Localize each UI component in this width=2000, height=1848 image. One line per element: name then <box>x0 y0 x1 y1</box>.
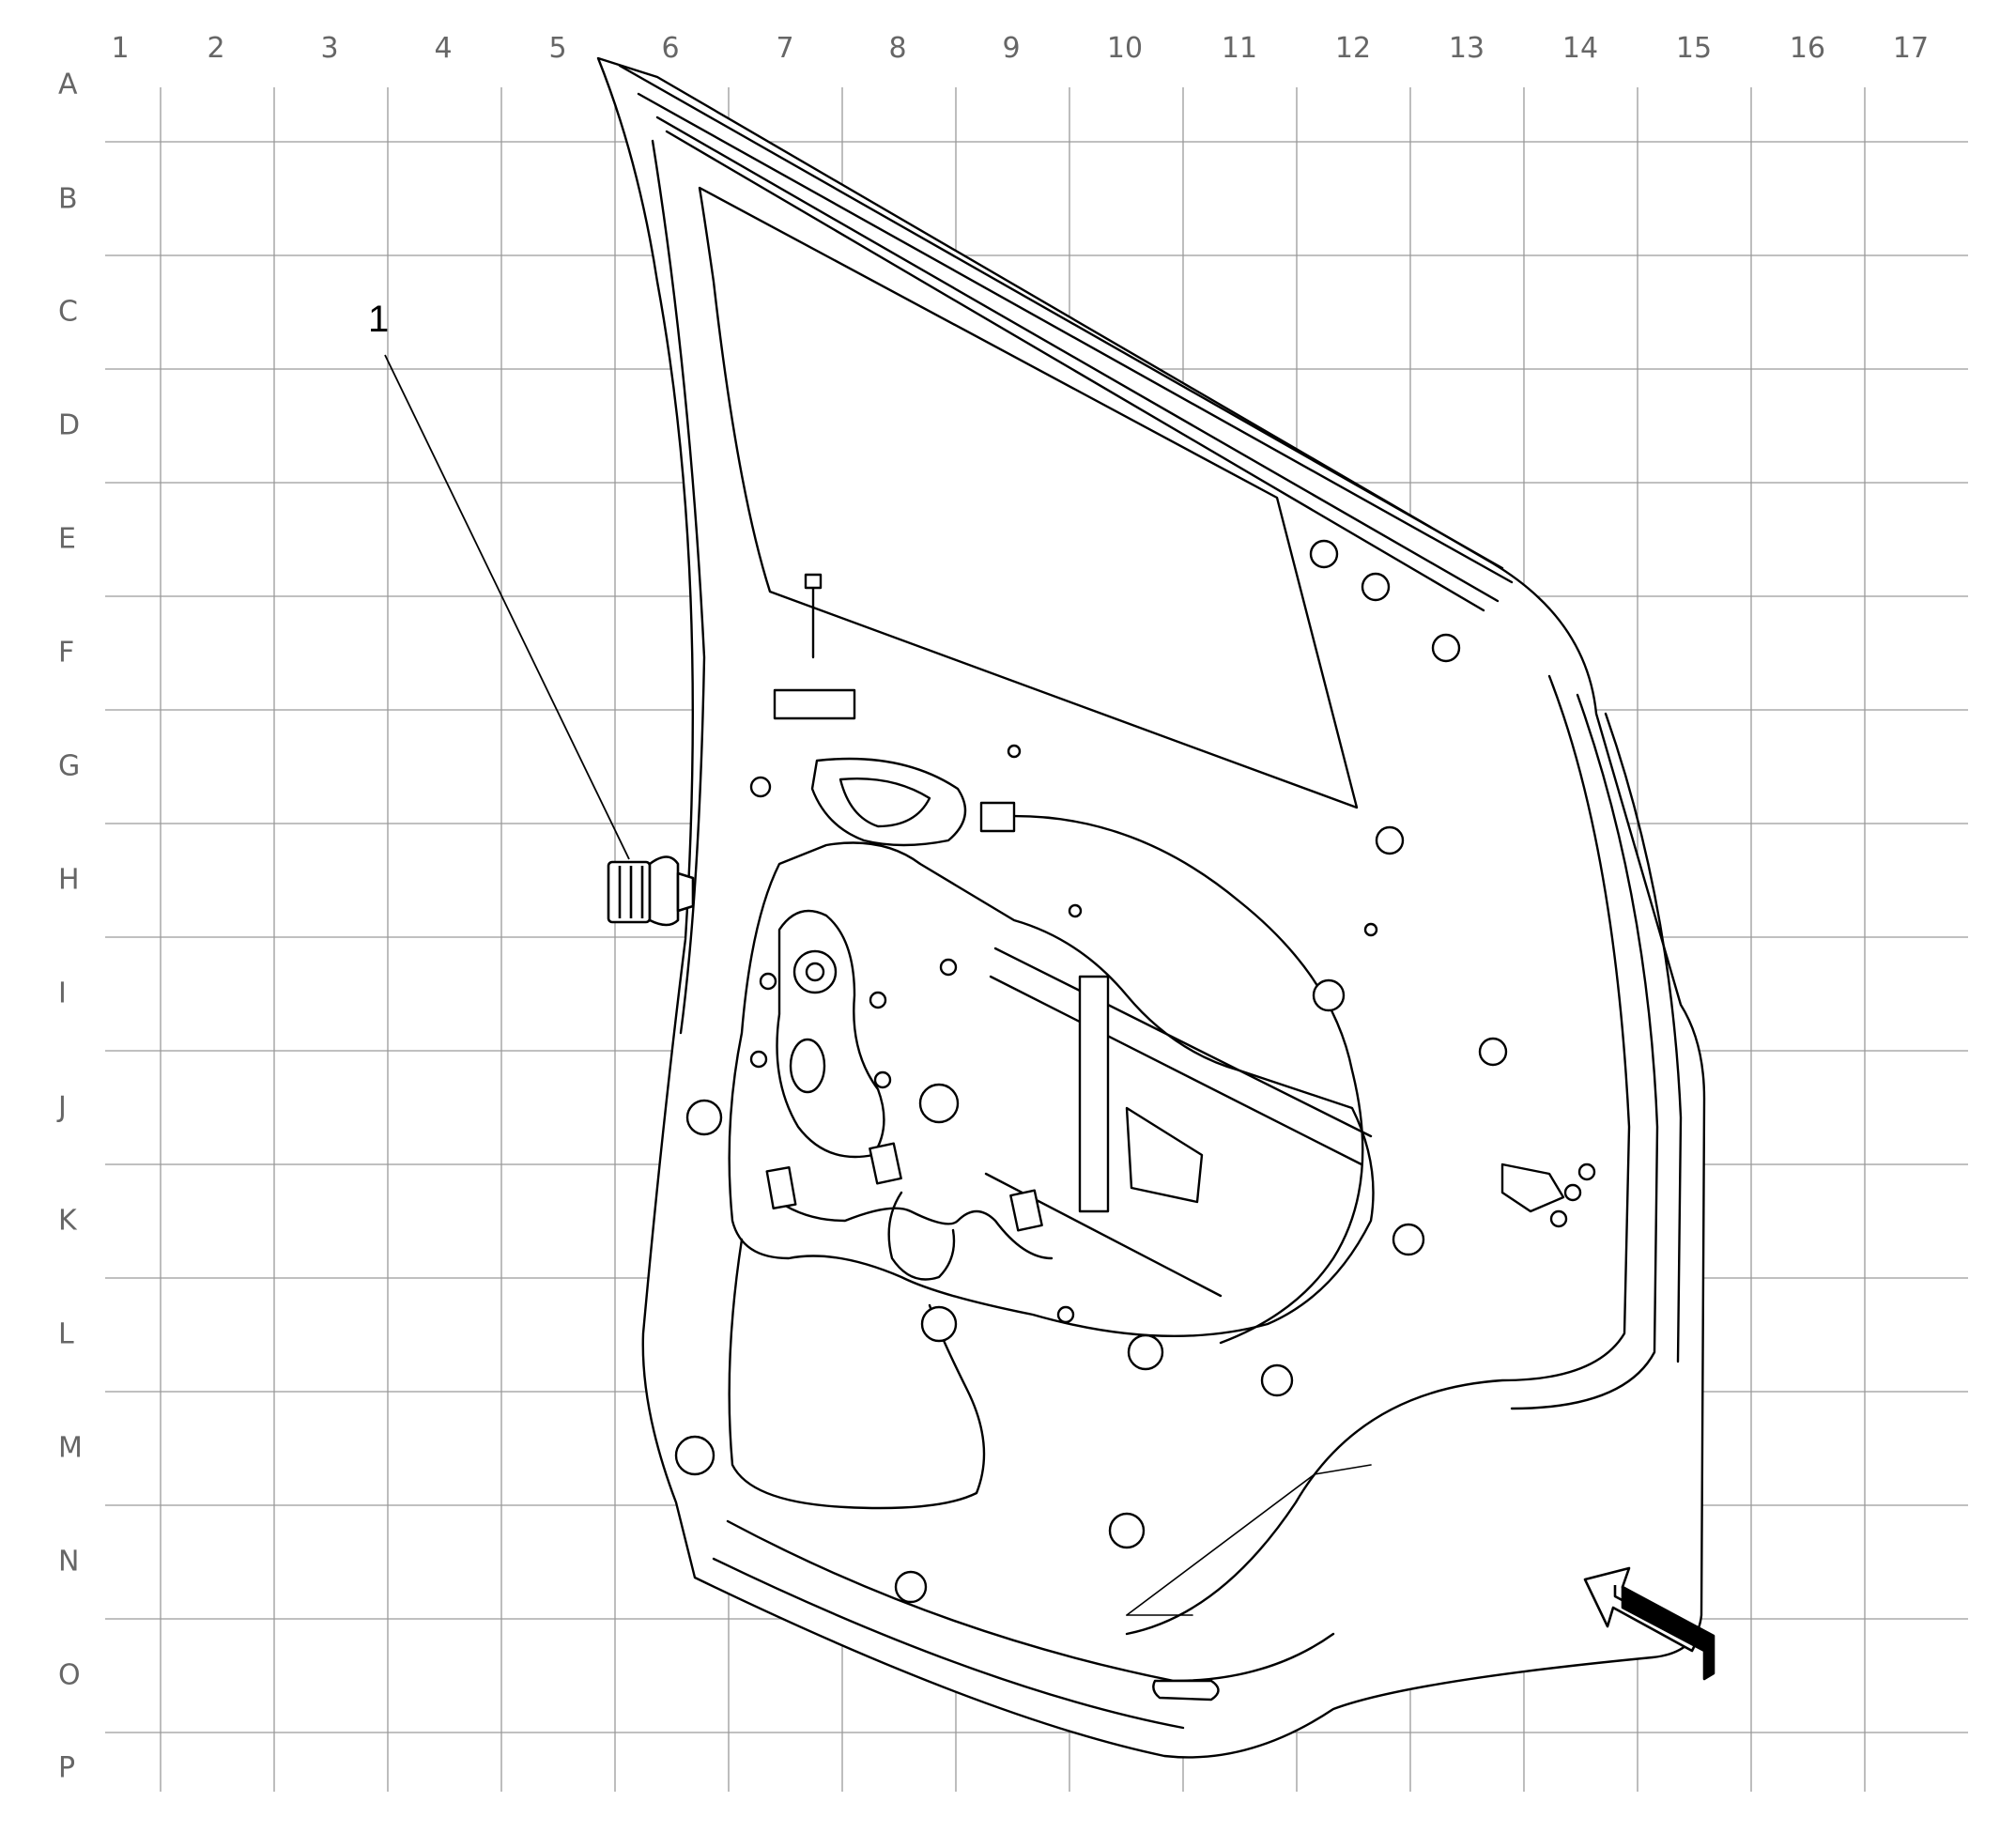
callout-leader-line <box>384 354 630 860</box>
row-label: G <box>58 749 81 783</box>
column-label: 12 <box>1334 32 1372 65</box>
row-label: N <box>58 1545 80 1578</box>
row-label: K <box>58 1204 77 1238</box>
row-label: L <box>58 1317 74 1351</box>
door-panel-drawing <box>596 56 1706 1759</box>
row-label: H <box>58 863 80 897</box>
column-label: 13 <box>1448 32 1485 65</box>
row-label: B <box>58 182 78 216</box>
column-label: 17 <box>1892 32 1930 65</box>
column-label: 16 <box>1789 32 1826 65</box>
row-label: C <box>58 295 78 329</box>
column-label: 10 <box>1106 32 1144 65</box>
column-label: 4 <box>434 32 453 65</box>
row-label: M <box>58 1431 83 1465</box>
column-label: 6 <box>661 32 680 65</box>
column-label: 8 <box>888 32 907 65</box>
column-label: 7 <box>776 32 794 65</box>
row-label: D <box>58 408 81 442</box>
column-label: 3 <box>320 32 339 65</box>
column-label: 2 <box>207 32 225 65</box>
row-label: E <box>58 522 76 556</box>
column-label: 1 <box>111 32 130 65</box>
row-label: I <box>58 977 67 1010</box>
door-wiring-harness-connector[interactable] <box>607 855 695 927</box>
column-label: 5 <box>548 32 567 65</box>
row-label: O <box>58 1658 81 1692</box>
view-direction-arrow-icon <box>1583 1566 1715 1681</box>
row-label: F <box>58 636 75 670</box>
row-label: A <box>58 68 78 101</box>
column-label: 15 <box>1675 32 1713 65</box>
row-label: J <box>58 1090 67 1124</box>
column-label: 11 <box>1221 32 1258 65</box>
column-label: 14 <box>1562 32 1599 65</box>
callout-label-1: 1 <box>368 299 390 340</box>
row-label: P <box>58 1751 76 1785</box>
column-label: 9 <box>1002 32 1021 65</box>
